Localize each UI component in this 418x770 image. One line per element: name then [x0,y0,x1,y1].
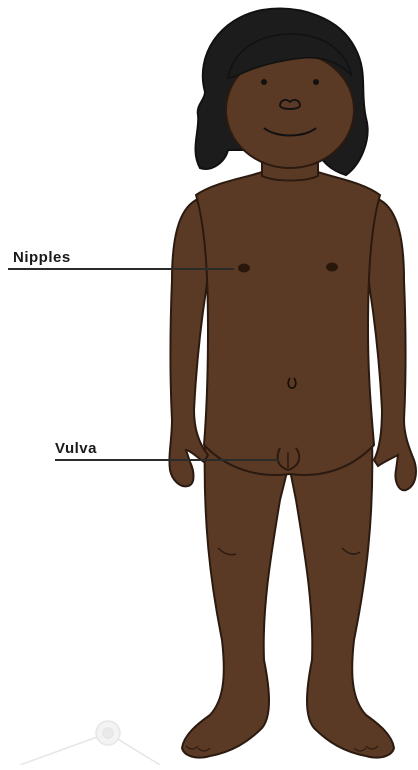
nipples-label: Nipples [13,249,71,266]
right-eye [313,79,319,85]
left-leg [182,440,290,758]
right-nipple [326,263,338,272]
vulva-leader-line [55,459,279,461]
background-network-decoration [20,721,160,765]
left-nipple [238,264,250,273]
torso [196,172,380,475]
left-eye [261,79,267,85]
right-leg [288,440,394,758]
nipples-leader-line [8,268,234,270]
vulva-label: Vulva [55,440,97,457]
